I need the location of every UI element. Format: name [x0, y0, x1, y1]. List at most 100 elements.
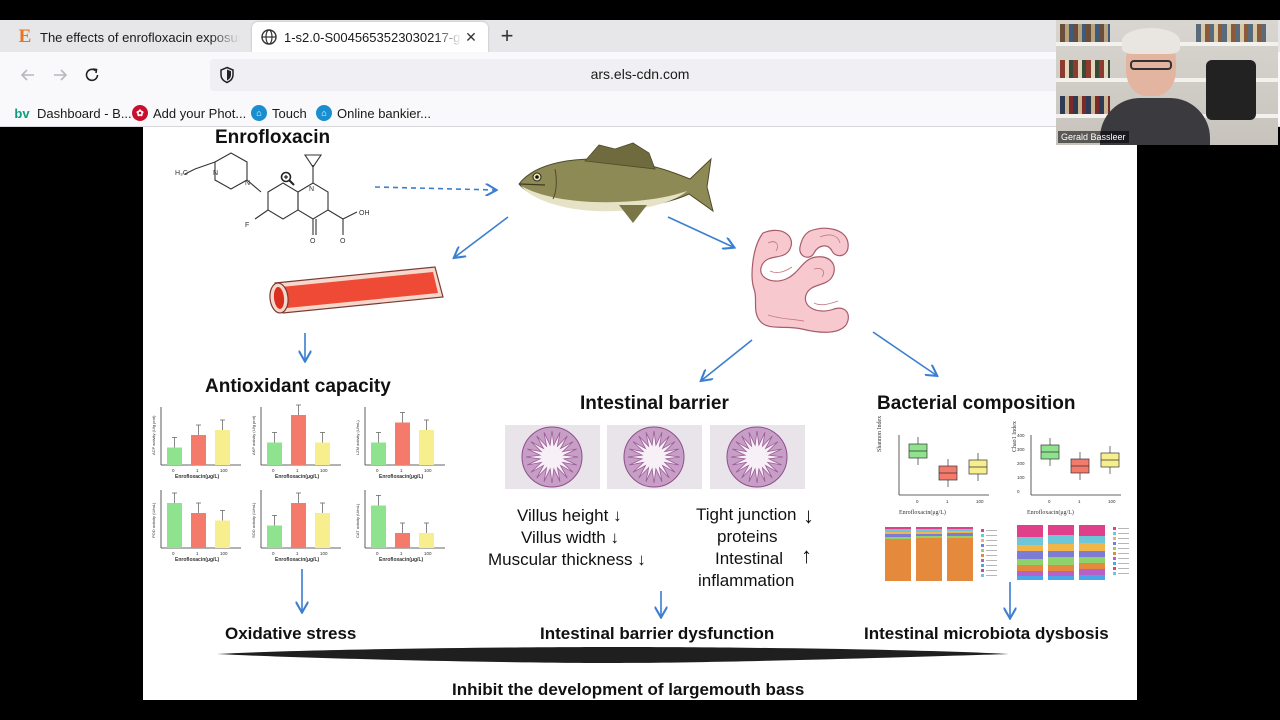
abundance-segment [947, 531, 973, 533]
bar [395, 422, 410, 465]
oxidative-stress-label: Oxidative stress [225, 624, 357, 643]
villi [525, 430, 579, 484]
bar [267, 525, 282, 548]
bar [191, 435, 206, 465]
legend-swatch [1113, 537, 1116, 540]
tick-label: 100 [320, 468, 328, 473]
tick-label: 1 [196, 551, 199, 556]
participant-name: Gerald Bassleer [1058, 131, 1129, 143]
tab-graphical-abstract[interactable]: 1-s2.0-S0045653523030217-ga1_lrg ✕ [252, 22, 488, 52]
tick-label: 100 [1108, 499, 1116, 504]
legend-swatch [981, 564, 984, 567]
glasses [1130, 60, 1172, 70]
villi [730, 430, 784, 484]
tick-label: 1 [946, 499, 949, 504]
abundance-segment [947, 529, 973, 531]
legend-swatch [1113, 557, 1116, 560]
y-axis-label: POD activity (U/mL) [151, 502, 156, 538]
tick-label: 1 [400, 551, 403, 556]
legend-swatch [1113, 527, 1116, 530]
relative-abundance-chart [885, 527, 997, 581]
tick-label: 0 [172, 468, 175, 473]
antioxidant-title: Antioxidant capacity [205, 376, 391, 397]
arrow-to-intestine [667, 216, 733, 247]
abundance-segment [1017, 537, 1043, 545]
bank-icon: ⌂ [316, 105, 332, 121]
abundance-segment [1048, 571, 1074, 576]
tick-label: 300 [1017, 447, 1025, 452]
abundance-segment [1079, 569, 1105, 575]
proteins-label: proteins [717, 527, 778, 546]
y-axis-label: LZM activity (U/mL) [355, 420, 360, 455]
abundance-segment [1017, 559, 1043, 565]
legend-swatch [1113, 567, 1116, 570]
legend-swatch [1113, 542, 1116, 545]
abundance-segment [1079, 575, 1105, 580]
tick-label: 100 [424, 551, 432, 556]
tick-label: 1 [196, 468, 199, 473]
abundance-segment [885, 532, 911, 534]
tshirt-on-wall [1206, 60, 1256, 120]
tick-label: 0 [272, 468, 275, 473]
url-text: ars.els-cdn.com [590, 66, 690, 82]
tick-label: 1 [296, 551, 299, 556]
close-tab-icon[interactable]: ✕ [465, 28, 477, 45]
abundance-segment [1079, 543, 1105, 551]
arrow-to-bacterial [872, 331, 936, 375]
photo-badge-icon: ✿ [132, 105, 148, 121]
new-tab-button[interactable]: + [500, 23, 514, 48]
tight-junction-down-arrow: ↓ [803, 503, 814, 528]
legend-swatch [981, 559, 984, 562]
tick-label: 100 [976, 499, 984, 504]
bookmark-add-photo[interactable]: ✿ Add your Phot... [132, 103, 246, 123]
tick-label: 0 [1017, 489, 1020, 494]
forward-button[interactable] [46, 61, 74, 89]
bookmark-touch[interactable]: ⌂ Touch [251, 103, 307, 123]
legend-swatch [981, 529, 984, 532]
abundance-segment [1017, 571, 1043, 576]
back-button[interactable] [14, 61, 42, 89]
y-axis-label: SOD activity (U/mL) [251, 502, 256, 538]
legend-swatch [981, 574, 984, 577]
address-bar[interactable]: ars.els-cdn.com [210, 59, 1070, 91]
abundance-segment [1048, 525, 1074, 535]
bookmark-dashboard[interactable]: bv Dashboard - B... [12, 103, 131, 123]
abundance-segment [885, 534, 911, 537]
x-axis-label: Enrofloxacin(μg/L) [379, 474, 424, 480]
arrow-to-intestinal-barrier [702, 339, 753, 380]
abundance-segment [1079, 536, 1105, 543]
tick-label: 400 [1017, 433, 1025, 438]
chem-n1: N [213, 170, 218, 177]
box1-xlabel: Enrofloxacin(μg/L) [899, 510, 946, 516]
abundance-segment [947, 533, 973, 536]
bookmark-online-bankier[interactable]: ⌂ Online bankier... [316, 103, 431, 123]
bar [371, 442, 386, 465]
abundance-segment [916, 534, 942, 536]
bar [167, 503, 182, 548]
microbiota-dysbiosis-label: Intestinal microbiota dysbosis [864, 624, 1109, 643]
x-axis-label: Enrofloxacin(μg/L) [275, 474, 320, 480]
elsevier-e-icon: E [18, 26, 32, 47]
chem-oh: OH [359, 210, 370, 217]
reload-button[interactable] [78, 61, 106, 89]
shield-icon[interactable] [218, 66, 236, 84]
x-axis-label: Enrofloxacin(μg/L) [175, 474, 220, 480]
tab-enrofloxacin-article[interactable]: E The effects of enrofloxacin exposure [8, 22, 248, 52]
tab-title: The effects of enrofloxacin exposure [40, 29, 240, 45]
y-axis-label: ACP activity (U/g prot) [151, 415, 156, 455]
intestinal-barrier-title: Intestinal barrier [580, 393, 729, 414]
flow-arrows [143, 127, 1137, 700]
bank-icon: ⌂ [251, 105, 267, 121]
legend-swatch [1113, 562, 1116, 565]
arrow-to-blood-vessel [455, 216, 509, 257]
tick-label: 100 [424, 468, 432, 473]
drug-title: Enrofloxacin [215, 127, 331, 148]
bacterial-composition-title: Bacterial composition [877, 393, 1076, 414]
bar [267, 442, 282, 465]
abundance-segment [947, 536, 973, 538]
